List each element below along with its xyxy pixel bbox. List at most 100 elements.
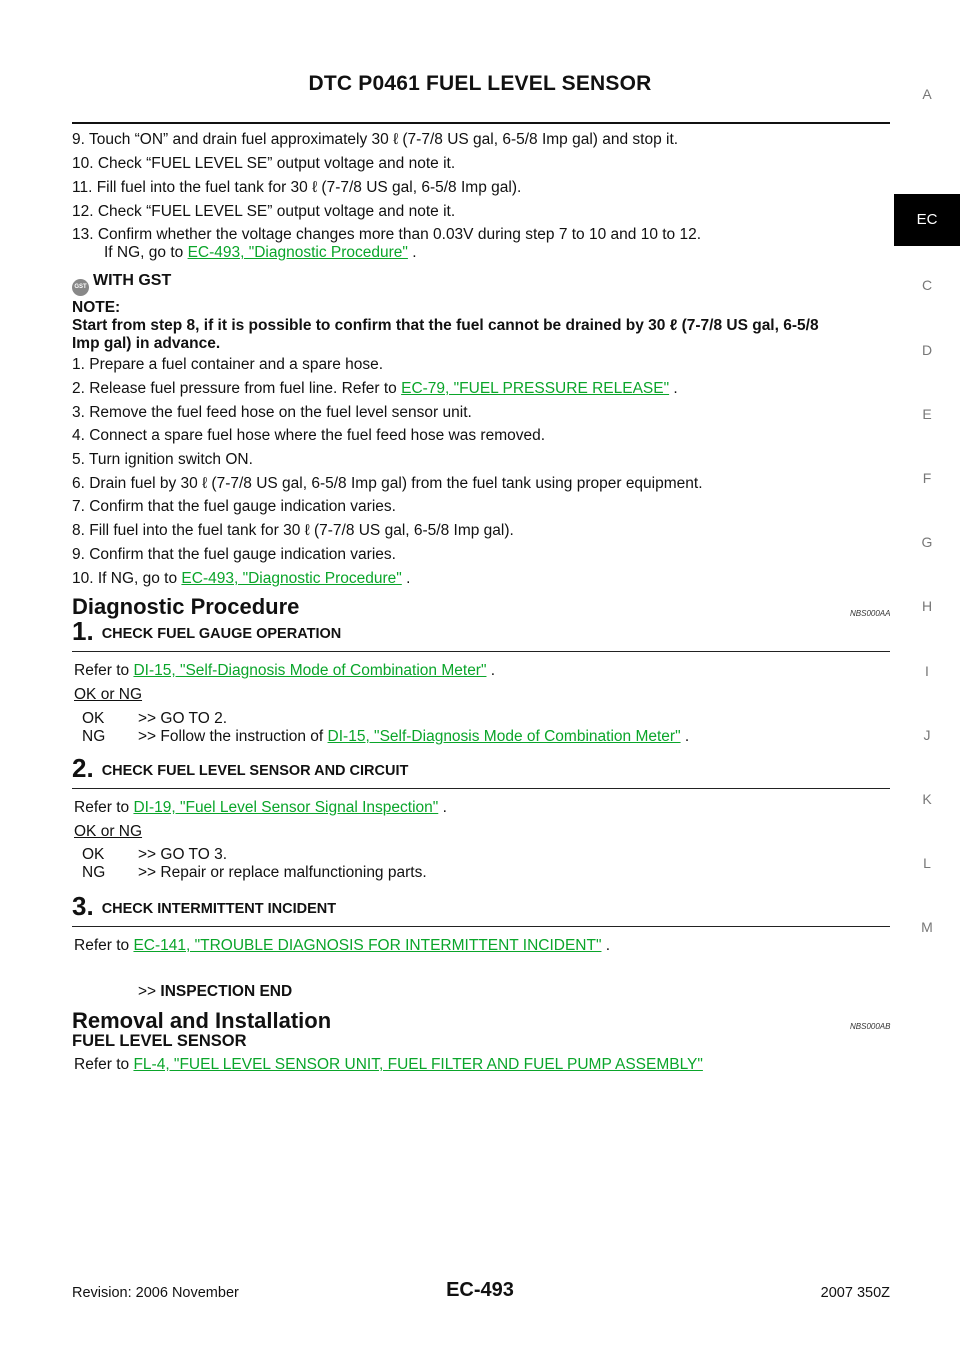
title-divider — [72, 122, 890, 124]
step-2-ok: OK >> GO TO 3. — [82, 846, 227, 864]
text-suffix: . — [486, 662, 496, 679]
step-3-header: 3. CHECK INTERMITTENT INCIDENT — [72, 893, 337, 919]
consult-step-10: 10. Check “FUEL LEVEL SE” output voltage… — [72, 155, 456, 172]
page-number: EC-493 — [446, 1279, 514, 1301]
link-diagnostic-procedure[interactable]: EC-493, "Diagnostic Procedure" — [187, 244, 408, 261]
inspection-end: >> INSPECTION END — [138, 983, 292, 1001]
gst-heading-label: WITH GST — [93, 272, 172, 289]
step-divider — [72, 788, 890, 789]
link-fuel-level-sensor-signal[interactable]: DI-19, "Fuel Level Sensor Signal Inspect… — [133, 799, 439, 816]
text-prefix: Refer to — [74, 1056, 134, 1073]
text-suffix: . — [680, 728, 690, 745]
removal-installation-heading: Removal and Installation — [72, 1008, 332, 1033]
section-tab-g[interactable]: G — [921, 534, 933, 550]
gst-step-2: 2. Release fuel pressure from fuel line.… — [72, 380, 678, 398]
note-label: NOTE: — [72, 299, 121, 316]
gst-step-4: 4. Connect a spare fuel hose where the f… — [72, 427, 546, 444]
step-1-ok: OK >> GO TO 2. — [82, 710, 227, 728]
consult-step-9: 9. Touch “ON” and drain fuel approximate… — [72, 131, 679, 148]
step-2-ng: NG >> Repair or replace malfunctioning pa… — [82, 864, 427, 882]
text-suffix: . — [401, 570, 411, 587]
consult-step-11: 11. Fill fuel into the fuel tank for 30 … — [72, 179, 522, 196]
gst-step-10: 10. If NG, go to EC-493, "Diagnostic Pro… — [72, 570, 410, 588]
section-tab-a[interactable]: A — [922, 86, 932, 102]
link-diagnostic-procedure[interactable]: EC-493, "Diagnostic Procedure" — [181, 570, 402, 587]
gst-step-1: 1. Prepare a fuel container and a spare … — [72, 356, 384, 373]
step-2-refer: Refer to DI-19, "Fuel Level Sensor Signa… — [74, 799, 447, 817]
consult-step-13: 13. Confirm whether the voltage changes … — [72, 226, 702, 243]
gst-step-8: 8. Fill fuel into the fuel tank for 30 ℓ… — [72, 522, 514, 539]
gst-step-9: 9. Confirm that the fuel gauge indicatio… — [72, 546, 396, 563]
section-tab-k[interactable]: K — [922, 791, 932, 807]
step-title: CHECK FUEL GAUGE OPERATION — [101, 626, 342, 642]
step-number: 3. — [72, 891, 94, 921]
section-tab-f[interactable]: F — [922, 470, 932, 486]
text-suffix: . — [407, 244, 417, 261]
fuel-level-sensor-subheading: FUEL LEVEL SENSOR — [72, 1032, 247, 1050]
section-tab-i[interactable]: I — [925, 663, 929, 679]
ng-text: >> Repair or replace malfunctioning part… — [138, 864, 427, 881]
step-3-refer: Refer to EC-141, "TROUBLE DIAGNOSIS FOR … — [74, 937, 610, 955]
ng-key: NG — [82, 864, 106, 881]
gst-step-5: 5. Turn ignition switch ON. — [72, 451, 253, 468]
section-tab-m[interactable]: M — [921, 919, 933, 935]
ok-text: >> GO TO 2. — [138, 710, 228, 727]
step-divider — [72, 651, 890, 652]
section-tab-l[interactable]: L — [923, 855, 931, 871]
text-suffix: . — [601, 937, 611, 954]
text-prefix: 10. If NG, go to — [72, 570, 182, 587]
ok-key: OK — [82, 710, 105, 727]
text-suffix: . — [669, 380, 678, 397]
text-prefix: >> Follow the instruction of — [138, 728, 328, 745]
step-number: 1. — [72, 616, 94, 646]
text-suffix: . — [438, 799, 447, 816]
end-text: INSPECTION END — [160, 983, 293, 1000]
end-arrow: >> — [138, 983, 157, 1000]
link-fuel-pressure-release[interactable]: EC-79, "FUEL PRESSURE RELEASE" — [401, 380, 670, 397]
doc-code: NBS000AB — [850, 1022, 891, 1031]
consult-step-13-ng: If NG, go to EC-493, "Diagnostic Procedu… — [104, 244, 417, 262]
text-prefix: Refer to — [74, 937, 134, 954]
step-1-ng: NG >> Follow the instruction of DI-15, "S… — [82, 728, 689, 746]
link-trouble-diagnosis-intermittent[interactable]: EC-141, "TROUBLE DIAGNOSIS FOR INTERMITT… — [133, 937, 602, 954]
diagnostic-procedure-heading: Diagnostic Procedure — [72, 594, 300, 619]
link-self-diagnosis-mode[interactable]: DI-15, "Self-Diagnosis Mode of Combinati… — [327, 728, 681, 745]
gst-step-6: 6. Drain fuel by 30 ℓ (7-7/8 US gal, 6-5… — [72, 475, 703, 492]
ok-or-ng-label: OK or NG — [74, 686, 143, 703]
section-tab-e[interactable]: E — [922, 406, 932, 422]
step-2-header: 2. CHECK FUEL LEVEL SENSOR AND CIRCUIT — [72, 755, 409, 781]
text-prefix: If NG, go to — [104, 244, 188, 261]
ok-text: >> GO TO 3. — [138, 846, 228, 863]
link-fuel-level-sensor-unit[interactable]: FL-4, "FUEL LEVEL SENSOR UNIT, FUEL FILT… — [133, 1056, 703, 1073]
text-prefix: Refer to — [74, 799, 134, 816]
step-1-refer: Refer to DI-15, "Self-Diagnosis Mode of … — [74, 662, 495, 680]
text-prefix: Refer to — [74, 662, 134, 679]
ok-or-ng-label: OK or NG — [74, 823, 143, 840]
section-tab-j[interactable]: J — [923, 727, 931, 743]
step-title: CHECK FUEL LEVEL SENSOR AND CIRCUIT — [101, 763, 409, 779]
model-label: 2007 350Z — [820, 1285, 890, 1301]
revision-label: Revision: 2006 November — [72, 1285, 239, 1301]
gst-step-3: 3. Remove the fuel feed hose on the fuel… — [72, 404, 472, 421]
gst-tool-icon: GST — [72, 279, 89, 296]
doc-code: NBS000AA — [850, 609, 891, 618]
link-self-diagnosis-mode[interactable]: DI-15, "Self-Diagnosis Mode of Combinati… — [133, 662, 487, 679]
removal-refer: Refer to FL-4, "FUEL LEVEL SENSOR UNIT, … — [74, 1056, 703, 1074]
section-tab-h[interactable]: H — [921, 598, 933, 614]
gst-step-7: 7. Confirm that the fuel gauge indicatio… — [72, 498, 396, 515]
consult-step-12: 12. Check “FUEL LEVEL SE” output voltage… — [72, 203, 456, 220]
page-title: DTC P0461 FUEL LEVEL SENSOR — [308, 72, 652, 95]
step-title: CHECK INTERMITTENT INCIDENT — [101, 901, 337, 917]
step-number: 2. — [72, 753, 94, 783]
section-tab-c[interactable]: C — [921, 277, 933, 293]
section-tab-d[interactable]: D — [921, 342, 933, 358]
step-1-header: 1. CHECK FUEL GAUGE OPERATION — [72, 618, 342, 644]
section-tab-ec[interactable]: EC — [894, 194, 960, 246]
ok-key: OK — [82, 846, 105, 863]
ng-key: NG — [82, 728, 106, 745]
text-prefix: 2. Release fuel pressure from fuel line.… — [72, 380, 402, 397]
note-line-2: Imp gal) in advance. — [72, 335, 221, 352]
step-divider — [72, 926, 890, 927]
note-line-1: Start from step 8, if it is possible to … — [72, 317, 819, 334]
